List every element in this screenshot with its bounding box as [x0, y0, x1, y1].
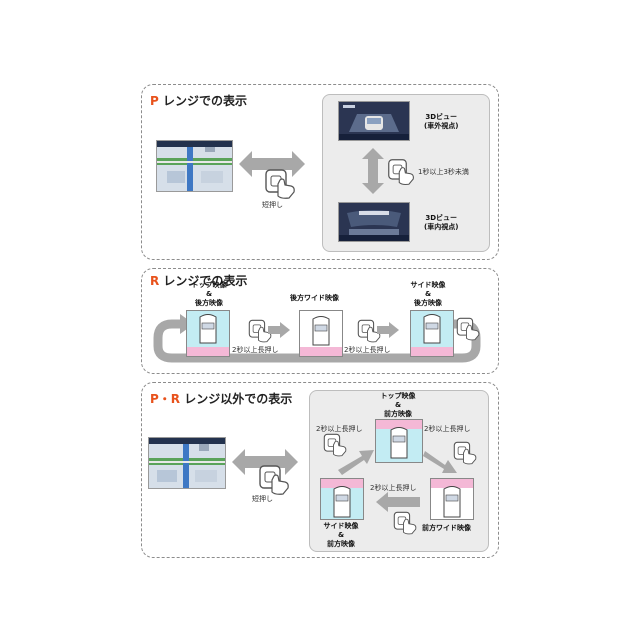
double-arrow-horizontal-icon — [239, 151, 305, 177]
p-short-press-label: 短押し — [262, 201, 283, 209]
other-front-wide-camera — [430, 478, 474, 520]
other-arrow-up-right-icon — [336, 446, 376, 476]
p-hold-duration-label: 1秒以上3秒未満 — [418, 168, 469, 176]
other-navigation-map-screen — [148, 437, 226, 489]
other-hold-press-icon-left — [322, 432, 348, 458]
navigation-map-screen — [156, 140, 233, 192]
r-top-view-camera — [186, 310, 230, 357]
r-arrow-right-icon-b — [377, 322, 399, 338]
r-hold-press-icon-a — [247, 318, 273, 344]
other-arrow-down-right-icon — [423, 445, 459, 477]
r-side-view-rear-strip — [411, 347, 453, 356]
other-hold-press-icon-bottom — [392, 510, 418, 536]
other-hold-label-bottom: 2秒以上長押し — [370, 484, 417, 492]
r-hold-press-icon-c — [455, 316, 481, 342]
other-side-view-camera — [320, 478, 364, 520]
other-hold-press-icon-right — [452, 440, 478, 466]
p-hold-press-icon — [386, 158, 416, 186]
other-top-view-front-strip — [376, 420, 422, 429]
other-arrow-left-icon — [376, 492, 420, 512]
p-range-title: P レンジでの表示 — [150, 94, 247, 108]
other-short-press-label: 短押し — [252, 495, 273, 503]
r-side-rear-label: サイド映像 & 後方映像 — [410, 281, 446, 307]
other-side-view-front-strip — [321, 479, 363, 488]
r-top-rear-label: トップ映像 & 後方映像 — [191, 281, 227, 307]
other-double-arrow-horizontal-icon — [232, 449, 298, 475]
camera-switch-press-icon — [263, 168, 297, 200]
other-short-press-icon — [257, 464, 291, 496]
3d-view-inside-label: 3Dビュー (車内視点) — [424, 214, 459, 231]
3d-view-outside-label: 3Dビュー (車外視点) — [424, 113, 459, 130]
r-side-view-camera — [410, 310, 454, 357]
r-top-view-rear-strip — [187, 347, 229, 356]
3d-view-outside-screen — [338, 101, 410, 141]
other-side-front-label: サイド映像 & 前方映像 — [323, 522, 359, 548]
other-hold-label-left: 2秒以上長押し — [316, 425, 363, 433]
r-rear-wide-label: 後方ワイド映像 — [290, 294, 339, 302]
other-hold-label-right: 2秒以上長押し — [424, 425, 471, 433]
other-top-front-label: トップ映像 & 前方映像 — [380, 392, 416, 418]
double-arrow-vertical-icon — [362, 148, 384, 194]
r-hold-label-b: 2秒以上長押し — [344, 346, 391, 354]
other-front-wide-strip — [431, 479, 473, 488]
3d-view-inside-screen — [338, 202, 410, 242]
r-range-title: R レンジでの表示 — [150, 274, 248, 288]
other-top-view-camera — [375, 419, 423, 463]
r-hold-press-icon-b — [356, 318, 382, 344]
r-rear-wide-camera — [299, 310, 343, 357]
other-range-title: P・R レンジ以外での表示 — [150, 392, 293, 406]
map-graphic — [157, 141, 232, 191]
r-arrow-right-icon-a — [268, 322, 290, 338]
r-hold-label-a: 2秒以上長押し — [232, 346, 279, 354]
r-rear-wide-strip — [300, 347, 342, 356]
other-front-wide-label: 前方ワイド映像 — [422, 524, 471, 532]
